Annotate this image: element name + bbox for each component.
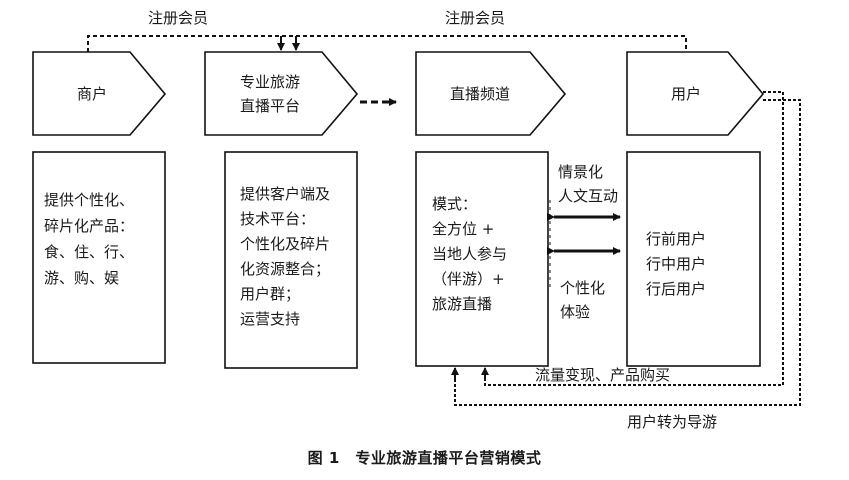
merchant-header-shape <box>32 51 167 136</box>
channel-body-line: 全方位 + <box>432 220 495 238</box>
channel-body-line: （伴游）+ <box>432 270 505 288</box>
platform-title-line: 专业旅游 <box>239 73 300 91</box>
user-body-box <box>626 151 761 367</box>
platform-body-line: 提供客户端及 <box>240 185 331 203</box>
platform-title: 专业旅游 直播平台 <box>205 70 335 118</box>
guide-loop-line <box>454 99 801 406</box>
channel-body: 模式： 全方位 + 当地人参与 （伴游）+ 旅游直播 <box>432 192 507 317</box>
channel-header-shape <box>415 51 567 136</box>
platform-title-line: 直播平台 <box>239 97 300 115</box>
user-body-line: 行中用户 <box>646 255 707 273</box>
platform-body-line: 技术平台： <box>240 210 316 228</box>
interaction-label-line: 情景化 <box>558 163 604 181</box>
figure-caption: 图 1 专业旅游直播平台营销模式 <box>307 449 542 467</box>
platform-body-line: 用户群； <box>240 285 301 303</box>
platform-body-line: 化资源整合； <box>240 260 331 278</box>
merchant-body: 提供个性化、 碎片化产品： 食、住、行、 游、购、娱 <box>44 187 134 291</box>
platform-header-shape <box>204 51 359 136</box>
merchant-body-box <box>32 151 166 364</box>
channel-body-box <box>415 151 549 367</box>
user-body-line: 行前用户 <box>646 230 707 248</box>
personalized-label-line: 个性化 <box>560 279 606 297</box>
monetize-label: 流量变现、产品购买 <box>535 366 671 384</box>
user-title: 用户 <box>627 82 745 106</box>
channel-body-line: 旅游直播 <box>432 295 493 313</box>
personalized-label-line: 体验 <box>560 303 591 321</box>
user-body: 行前用户 行中用户 行后用户 <box>646 227 706 302</box>
channel-title: 直播频道 <box>416 82 544 106</box>
interaction-label: 情景化 人文互动 <box>558 160 618 208</box>
merchant-body-line: 碎片化产品： <box>44 217 135 235</box>
register-loop-line <box>87 35 687 52</box>
register-label-left: 注册会员 <box>148 9 209 27</box>
merchant-body-line: 食、住、行、 <box>44 243 135 261</box>
platform-body-line: 个性化及碎片 <box>240 235 331 253</box>
interaction-label-line: 人文互动 <box>558 187 619 205</box>
channel-body-line: 当地人参与 <box>432 245 508 263</box>
monetize-loop-line <box>484 91 784 386</box>
merchant-body-line: 游、购、娱 <box>44 269 120 287</box>
channel-title-text: 直播频道 <box>449 85 510 103</box>
merchant-title-text: 商户 <box>76 85 107 103</box>
platform-body-box <box>224 151 358 369</box>
channel-body-line: 模式： <box>432 195 478 213</box>
user-body-line: 行后用户 <box>646 280 707 298</box>
personalized-label: 个性化 体验 <box>560 276 605 324</box>
user-title-text: 用户 <box>670 85 701 103</box>
register-label-right: 注册会员 <box>445 9 506 27</box>
platform-body-line: 运营支持 <box>240 310 301 328</box>
merchant-title: 商户 <box>33 82 151 106</box>
platform-body: 提供客户端及 技术平台： 个性化及碎片 化资源整合； 用户群； 运营支持 <box>240 182 330 332</box>
user-header-shape <box>626 51 765 136</box>
guide-label: 用户转为导游 <box>627 413 718 431</box>
merchant-body-line: 提供个性化、 <box>44 191 135 209</box>
